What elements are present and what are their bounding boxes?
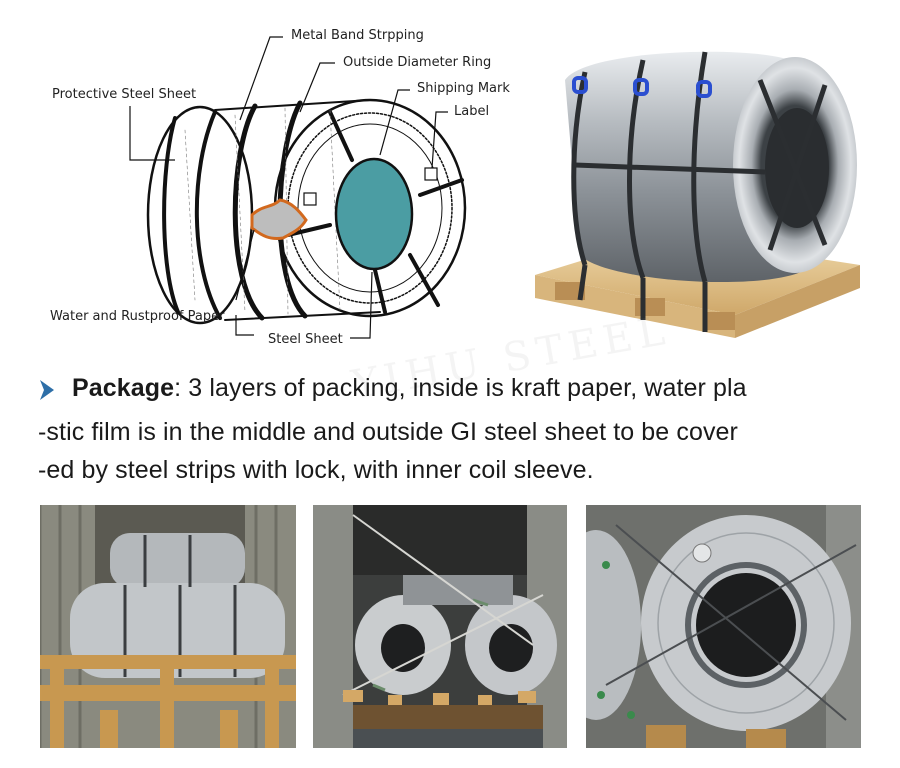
container-photo-left (40, 505, 296, 748)
label-steel-sheet: Steel Sheet (268, 332, 343, 347)
label-label: Label (454, 104, 490, 119)
package-line-1: Package: 3 layers of packing, inside is … (72, 374, 747, 403)
package-colon: : (174, 374, 182, 402)
label-rustproof-paper: Water and Rustproof Paper (50, 309, 225, 324)
label-outside-ring: Outside Diameter Ring (343, 55, 492, 70)
package-text-1: 3 layers of packing, inside is kraft pap… (188, 374, 747, 402)
bullet-arrow-icon (40, 380, 54, 400)
coil-package-diagram: Metal Band Strpping Outside Diameter Rin… (0, 0, 530, 355)
label-tag (424, 167, 438, 181)
container-photo-middle (313, 505, 567, 748)
package-line-3: -ed by steel strips with lock, with inne… (38, 456, 594, 484)
shipping-mark (303, 192, 317, 206)
torn-paper-reveal (250, 198, 308, 240)
label-metal-band: Metal Band Strpping (291, 28, 424, 43)
pallet-side (735, 265, 860, 338)
container-photo-right (586, 505, 861, 748)
coil-on-pallet-photo (525, 20, 885, 360)
inner-core (334, 157, 414, 271)
label-shipping-mark: Shipping Mark (417, 81, 510, 96)
label-protective-sheet: Protective Steel Sheet (52, 87, 197, 102)
package-line-2: -stic film is in the middle and outside … (38, 418, 738, 446)
package-title: Package (72, 374, 175, 402)
coil-diagram-drawing (129, 36, 467, 339)
